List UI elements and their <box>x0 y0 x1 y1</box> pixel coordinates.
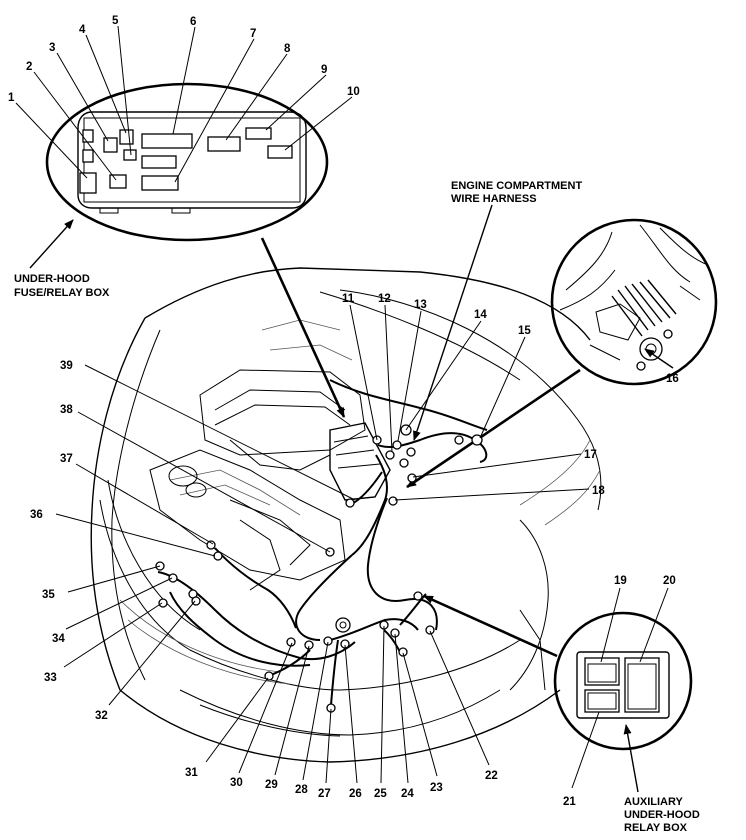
callout-17: 17 <box>584 449 597 461</box>
callout-32: 32 <box>95 710 108 722</box>
item16-inset <box>550 218 718 386</box>
callout-23: 23 <box>430 782 443 794</box>
callout-36: 36 <box>30 509 43 521</box>
callout-33: 33 <box>44 672 57 684</box>
main-relay-block <box>329 422 391 501</box>
callout-5: 5 <box>112 15 119 27</box>
callout-11: 11 <box>342 293 355 305</box>
aux-box-label-line2: UNDER-HOOD <box>624 809 700 821</box>
aux-relay-box-inset <box>553 611 693 751</box>
callout-2: 2 <box>26 61 32 73</box>
callout-39: 39 <box>60 360 73 372</box>
car-body <box>90 267 602 763</box>
callout-8: 8 <box>284 43 291 55</box>
callout-numbers: 1 2 3 4 5 6 7 8 9 10 11 12 13 14 15 16 1… <box>8 15 679 808</box>
fuse-box-label-line1: UNDER-HOOD <box>14 273 90 285</box>
callout-16: 16 <box>666 373 679 385</box>
callout-34: 34 <box>52 633 65 645</box>
callout-9: 9 <box>321 64 327 76</box>
harness-label-line2: WIRE HARNESS <box>451 193 537 205</box>
callout-4: 4 <box>79 24 86 36</box>
callout-14: 14 <box>474 309 487 321</box>
callout-22: 22 <box>485 770 498 782</box>
pointer-lines <box>29 204 674 793</box>
leader-lines <box>15 25 669 789</box>
callout-38: 38 <box>60 404 73 416</box>
callout-1: 1 <box>8 92 15 104</box>
callout-37: 37 <box>60 453 73 465</box>
callout-35: 35 <box>42 589 55 601</box>
callout-21: 21 <box>563 796 576 808</box>
aux-box-label-line1: AUXILIARY <box>624 796 684 808</box>
callout-24: 24 <box>401 788 414 800</box>
fuse-box-label-line2: FUSE/RELAY BOX <box>14 287 110 299</box>
harness-wires <box>157 379 488 706</box>
connector-clips <box>155 424 483 713</box>
callout-15: 15 <box>518 325 531 337</box>
callout-29: 29 <box>265 779 278 791</box>
callout-7: 7 <box>250 28 256 40</box>
callout-20: 20 <box>663 575 676 587</box>
callout-30: 30 <box>230 777 243 789</box>
aux-box-label-line3: RELAY BOX <box>624 822 688 834</box>
callout-19: 19 <box>614 575 627 587</box>
callout-27: 27 <box>318 788 331 800</box>
callout-26: 26 <box>349 788 362 800</box>
harness-label-line1: ENGINE COMPARTMENT <box>451 180 582 192</box>
callout-12: 12 <box>378 293 391 305</box>
callout-28: 28 <box>295 784 308 796</box>
callout-10: 10 <box>347 86 360 98</box>
callout-18: 18 <box>592 485 605 497</box>
callout-31: 31 <box>185 767 198 779</box>
callout-25: 25 <box>374 788 387 800</box>
callout-6: 6 <box>190 16 196 28</box>
callout-3: 3 <box>49 42 55 54</box>
callout-13: 13 <box>414 299 427 311</box>
